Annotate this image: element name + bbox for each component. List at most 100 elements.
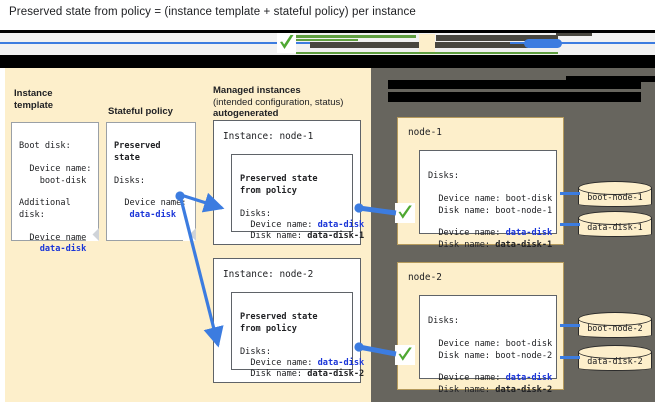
ms2-dskv: data-disk-2 (307, 369, 365, 380)
disk-label: boot-node-2 (587, 323, 643, 333)
n1-datadskp: Disk name: (428, 239, 496, 250)
n1-bootdev: Device name: boot-disk (428, 194, 553, 205)
band-dark-line-b (436, 35, 558, 41)
it-l2: Device name: (19, 164, 92, 175)
disk-cylinder-boot-node-1: boot-node-1 (578, 181, 652, 208)
ms2-h2: from policy (240, 323, 297, 334)
note-fold-corner-inner (86, 228, 99, 241)
managed-instances-line2: (intended configuration, status) (213, 96, 344, 108)
sp-l6: data-disk (114, 209, 177, 220)
heading-stateful-policy: Stateful policy (108, 106, 173, 117)
node-disks-text-node-1: Disks: Device name: boot-disk Disk name:… (420, 151, 556, 251)
disk-label: data-disk-1 (587, 222, 643, 232)
band-green-line-mid (296, 39, 358, 41)
page-title: Preserved state from policy = (instance … (9, 6, 416, 18)
band-black-bar-bottom (0, 55, 655, 68)
compressed-artifact-band (0, 30, 655, 68)
ms1-disks: Disks: (240, 208, 272, 219)
disk-cylinder-data-disk-1: data-disk-1 (578, 211, 652, 238)
sp-l3: Disks: (114, 175, 146, 186)
cylinder-top (578, 181, 652, 195)
managed-instance-card-node-2: Instance: node-2 Preserved state from po… (213, 258, 364, 383)
n1-datadevv: data-disk (505, 228, 553, 239)
managed-instance-card-node-1: Instance: node-1 Preserved state from po… (213, 120, 364, 245)
cylinder-top (578, 312, 652, 326)
disk-label: data-disk-2 (587, 356, 643, 366)
node-disks-box-node-2: Disks: Device name: boot-disk Disk name:… (419, 295, 557, 395)
band-black-bar-top (0, 30, 655, 33)
n1-disks: Disks: (428, 171, 460, 182)
n2-datadevv: data-disk (505, 373, 553, 384)
disk-label: boot-node-1 (587, 192, 643, 202)
n1-datadevp: Device name: (428, 228, 506, 239)
band-green-line-upper (296, 35, 416, 38)
managed-instances-line1: Managed instances (213, 85, 301, 96)
band-dark-line-c (436, 44, 528, 48)
stateful-policy-note: Preserved state Disks: Device name: data… (106, 122, 196, 241)
it-l3: boot-disk (19, 175, 87, 186)
instance-template-note: Boot disk: Device name: boot-disk Additi… (11, 122, 99, 254)
band-dark-line-a (310, 42, 510, 48)
ms1-h2: from policy (240, 185, 297, 196)
connector-stub-boot-node-2 (560, 324, 580, 328)
sp-l5: Device name: (114, 198, 187, 209)
node-card-node-2: node-2 Disks: Device name: boot-disk Dis… (397, 262, 564, 395)
band-blue-lozenge (524, 39, 562, 48)
preserved-state-box-node-1: Preserved state from policy Disks: Devic… (231, 154, 364, 241)
node-disks-text-node-2: Disks: Device name: boot-disk Disk name:… (420, 296, 556, 396)
it-l6: disk: (19, 209, 45, 220)
sp-l1: state (114, 152, 140, 163)
sp-l0: Preserved (114, 141, 161, 152)
disk-cylinder-data-disk-2: data-disk-2 (578, 345, 652, 372)
ms1-devp: Device name: (240, 220, 318, 231)
node-disks-box-node-1: Disks: Device name: boot-disk Disk name:… (419, 150, 557, 250)
redaction-bar-2 (388, 92, 641, 102)
n2-disks: Disks: (428, 316, 460, 327)
check-icon (398, 347, 412, 361)
n1-datadskv: data-disk-1 (495, 239, 553, 250)
cylinder-top (578, 211, 652, 225)
ms2-devp: Device name: (240, 358, 318, 369)
managed-instances-line3: autogenerated (213, 108, 279, 119)
ms1-dskv: data-disk-1 (307, 231, 365, 242)
band-cream-chip (419, 34, 435, 52)
managed-instance-title-node-2: Instance: node-2 (223, 269, 314, 280)
band-dark-line-d (556, 33, 592, 36)
ms2-h1: Preserved state (240, 312, 318, 323)
node-title-node-2: node-2 (408, 272, 442, 283)
redaction-bar-1 (388, 80, 641, 89)
band-check-chip (277, 33, 296, 53)
redaction-bar-3 (566, 76, 655, 82)
cylinder-top (578, 345, 652, 359)
connector-stub-data-disk-1 (560, 223, 580, 227)
n2-bootdev: Device name: boot-disk (428, 339, 553, 350)
connector-stub-boot-node-1 (560, 192, 580, 196)
ms1-devv: data-disk (317, 220, 365, 231)
n2-datadevp: Device name: (428, 373, 506, 384)
ms1-dskp: Disk name: (240, 231, 308, 242)
stateful-policy-note-text: Preserved state Disks: Device name: data… (107, 123, 195, 221)
it-l8: Device name: (19, 232, 92, 243)
it-l9: data-disk (19, 244, 87, 255)
preserved-state-text-node-1: Preserved state from policy Disks: Devic… (232, 155, 364, 243)
note-fold-corner-inner (183, 228, 196, 241)
status-check-badge-node-1 (395, 203, 415, 223)
ms1-h1: Preserved state (240, 174, 318, 185)
n2-datadskp: Disk name: (428, 384, 496, 395)
managed-instance-title-node-1: Instance: node-1 (223, 131, 314, 142)
instance-template-note-text: Boot disk: Device name: boot-disk Additi… (12, 123, 98, 255)
node-title-node-1: node-1 (408, 127, 442, 138)
ms2-devv: data-disk (317, 358, 365, 369)
it-l5: Additional (19, 198, 71, 209)
n1-bootdsk: Disk name: boot-node-1 (428, 205, 553, 216)
connector-stub-data-disk-2 (560, 356, 580, 360)
check-icon (280, 35, 294, 49)
status-check-badge-node-2 (395, 345, 415, 365)
check-icon (398, 205, 412, 219)
preserved-state-box-node-2: Preserved state from policy Disks: Devic… (231, 292, 364, 379)
it-l0: Boot disk: (19, 141, 71, 152)
node-card-node-1: node-1 Disks: Device name: boot-disk Dis… (397, 117, 564, 250)
heading-instance-template: Instance template (14, 88, 54, 111)
n2-bootdsk: Disk name: boot-node-2 (428, 350, 553, 361)
